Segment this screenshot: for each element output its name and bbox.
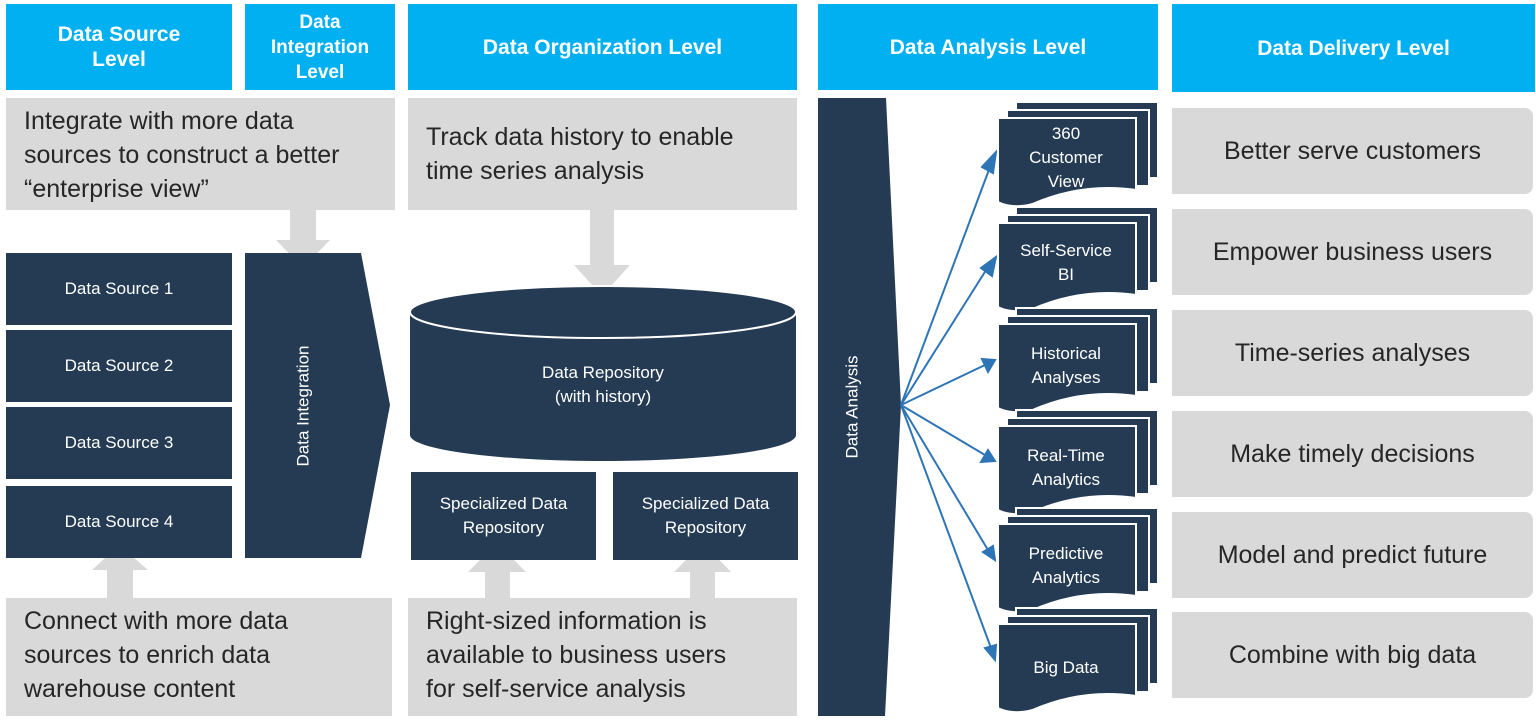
repository-label: Data Repository (with history): [542, 363, 664, 406]
analysis-label-wrap: Data Analysis: [818, 98, 886, 716]
benefit-combine-with-big-data: Combine with big data: [1172, 612, 1533, 698]
note-organization-bottom: Right-sized information is available to …: [408, 598, 797, 716]
note-source-bottom: Connect with more data sources to enrich…: [6, 598, 392, 716]
integration-chevron: [245, 253, 390, 558]
arrow-up-to-specialized-1: [468, 543, 526, 598]
output-doc-stack: [997, 101, 1159, 208]
doc-front-sheet: [997, 323, 1137, 414]
specialized-repository-1: Specialized Data Repository: [411, 472, 596, 560]
arrow-down-to-repository: [574, 208, 630, 296]
output-real-time-analytics: Real-Time Analytics: [1027, 446, 1105, 489]
output-doc-stack: [997, 507, 1159, 614]
data-source-1: Data Source 1: [6, 253, 232, 325]
header-data-source-level: Data Source Level: [6, 4, 232, 90]
analysis-arrows: [900, 148, 998, 663]
data-source-2: Data Source 2: [6, 330, 232, 402]
doc-front-sheet: [997, 222, 1137, 313]
data-source-4: Data Source 4: [6, 486, 232, 558]
output-360-customer-view: 360 Customer View: [1029, 124, 1103, 191]
arrow-up-to-specialized-2: [674, 543, 731, 598]
output-historical-analyses: Historical Analyses: [1031, 344, 1101, 387]
analysis-bar: [818, 98, 901, 716]
header-data-integration-level: Data Integration Level: [245, 4, 395, 90]
repository-bottom: [410, 409, 796, 461]
data-source-3: Data Source 3: [6, 407, 232, 479]
output-doc-stack: [997, 607, 1159, 714]
output-doc-stack: [997, 307, 1159, 414]
benefit-empower-business-users: Empower business users: [1172, 209, 1533, 295]
doc-front-sheet: [997, 623, 1137, 714]
output-doc-stack: [997, 206, 1159, 313]
output-big-data: Big Data: [1033, 658, 1099, 677]
arrow-to-predictive-analytics: [900, 404, 989, 551]
output-predictive-analytics: Predictive Analytics: [1028, 544, 1104, 587]
doc-front-sheet: [997, 523, 1137, 614]
arrow-to-360-customer-view: [900, 166, 991, 406]
header-data-delivery-level: Data Delivery Level: [1172, 4, 1535, 92]
note-organization-top: Track data history to enable time series…: [408, 98, 797, 210]
benefit-time-series-analyses: Time-series analyses: [1172, 310, 1533, 396]
output-self-service-bi: Self-Service BI: [1020, 241, 1112, 284]
arrow-to-big-data: [900, 404, 992, 649]
arrow-to-historical-analyses: [900, 364, 986, 406]
header-data-organization-level: Data Organization Level: [408, 4, 797, 90]
arrow-up-to-data-source-4: [92, 545, 148, 598]
doc-front-sheet: [997, 117, 1137, 208]
analysis-label: Data Analysis: [842, 355, 861, 459]
benefit-model-and-predict-future: Model and predict future: [1172, 512, 1533, 598]
note-source-top: Integrate with more data sources to cons…: [6, 98, 395, 210]
specialized-repository-2: Specialized Data Repository: [613, 472, 798, 560]
output-doc-stack: [997, 409, 1159, 516]
arrow-to-self-service-bi: [900, 266, 989, 406]
benefit-make-timely-decisions: Make timely decisions: [1172, 411, 1533, 497]
repository-top: [409, 285, 797, 339]
arrow-to-real-time-analytics: [900, 404, 986, 456]
header-data-analysis-level: Data Analysis Level: [818, 4, 1158, 90]
benefit-better-serve-customers: Better serve customers: [1172, 108, 1533, 194]
